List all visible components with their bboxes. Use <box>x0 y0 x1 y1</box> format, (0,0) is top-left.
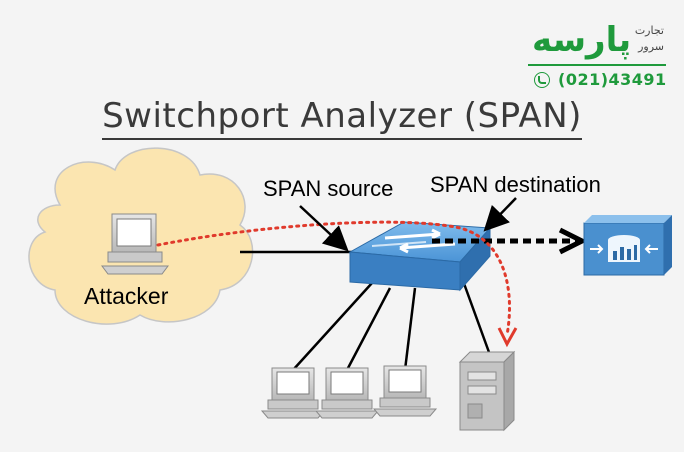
mirror-link-arrowhead <box>558 227 588 255</box>
brand-tagline-line1: تجارت <box>634 24 664 37</box>
link-switch-pc2 <box>345 287 392 371</box>
server-icon <box>458 350 516 432</box>
brand-name: پارسه <box>532 20 632 60</box>
desktop-computer-icon <box>314 367 380 419</box>
link-switch-pc1 <box>292 282 373 371</box>
brand-divider <box>528 64 666 66</box>
span-destination-pointer <box>483 197 517 232</box>
span-destination-label: SPAN destination <box>430 172 601 197</box>
span-source-pointer <box>299 205 349 252</box>
switch-icon <box>348 221 492 292</box>
attacker-label: Attacker <box>84 283 169 309</box>
desktop-computer-icon <box>372 365 438 417</box>
capture-path-arrowhead <box>497 327 518 348</box>
link-switch-pc3 <box>403 287 417 371</box>
desktop-computer-icon <box>101 213 169 275</box>
link-switch-server <box>460 277 492 356</box>
span-source-label: SPAN source <box>263 176 394 201</box>
analyzer-icon <box>583 215 672 276</box>
page-title: Switchport Analyzer (SPAN) <box>0 96 684 140</box>
capture-path <box>156 220 511 337</box>
brand-logo: پارسه تجارت سرور (021)43491 <box>528 18 668 94</box>
phone-icon <box>534 72 550 88</box>
brand-phone: (021)43491 <box>558 70 667 89</box>
desktop-computer-icon <box>260 367 326 419</box>
brand-tagline-line2: سرور <box>638 40 664 53</box>
